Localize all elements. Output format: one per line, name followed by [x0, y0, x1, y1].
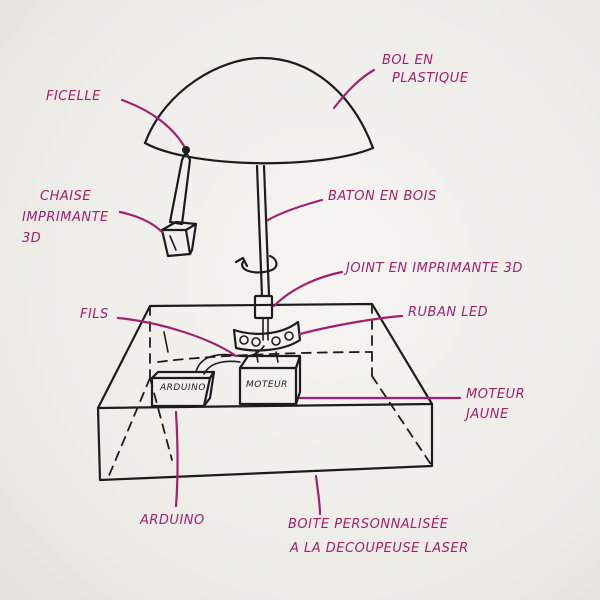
label-chaise-line3: 3D [22, 231, 41, 246]
leader-arduino [174, 410, 179, 508]
label-joint: JOINT EN IMPRIMANTE 3D [343, 261, 523, 276]
rotation-arrow [234, 254, 278, 274]
label-chaise-line1: CHAISE [40, 189, 91, 204]
leader-bol [332, 68, 376, 110]
string-knot [182, 146, 190, 154]
wooden-stick [255, 164, 271, 298]
label-bol-line2: PLASTIQUE [392, 71, 469, 86]
plastic-bowl [143, 56, 375, 165]
motor-box-text: MOTEUR [246, 380, 288, 390]
arduino-board: ARDUINO [150, 370, 216, 408]
label-boite-line2: A LA DECOUPEUSE LASER [289, 541, 469, 556]
arduino-box-text: ARDUINO [159, 383, 206, 393]
leader-joint [272, 270, 344, 308]
label-moteur-jaune-line2: JAUNE [463, 407, 509, 422]
leader-fils [116, 316, 238, 358]
hanging-chair [160, 150, 198, 258]
leader-baton [266, 198, 324, 222]
label-fils: FILS [80, 307, 109, 322]
laser-cut-box [96, 302, 434, 482]
leader-chaise [118, 210, 164, 234]
label-chaise-line2: IMPRIMANTE [22, 210, 109, 225]
leader-boite [314, 474, 322, 516]
leader-ficelle [120, 98, 186, 148]
motor-block: MOTEUR [238, 351, 302, 406]
leader-ruban [298, 314, 404, 336]
label-boite-line1: BOITE PERSONNALISÉE [288, 516, 449, 532]
led-ribbon [232, 320, 302, 352]
label-bol-line1: BOL EN [382, 53, 433, 68]
label-ruban: RUBAN LED [408, 305, 488, 320]
printed-joint [253, 294, 274, 341]
label-moteur-jaune-line1: MOTEUR [466, 387, 525, 402]
label-baton: BATON EN BOIS [328, 189, 437, 204]
label-arduino: ARDUINO [139, 513, 205, 528]
label-ficelle: FICELLE [46, 89, 101, 104]
